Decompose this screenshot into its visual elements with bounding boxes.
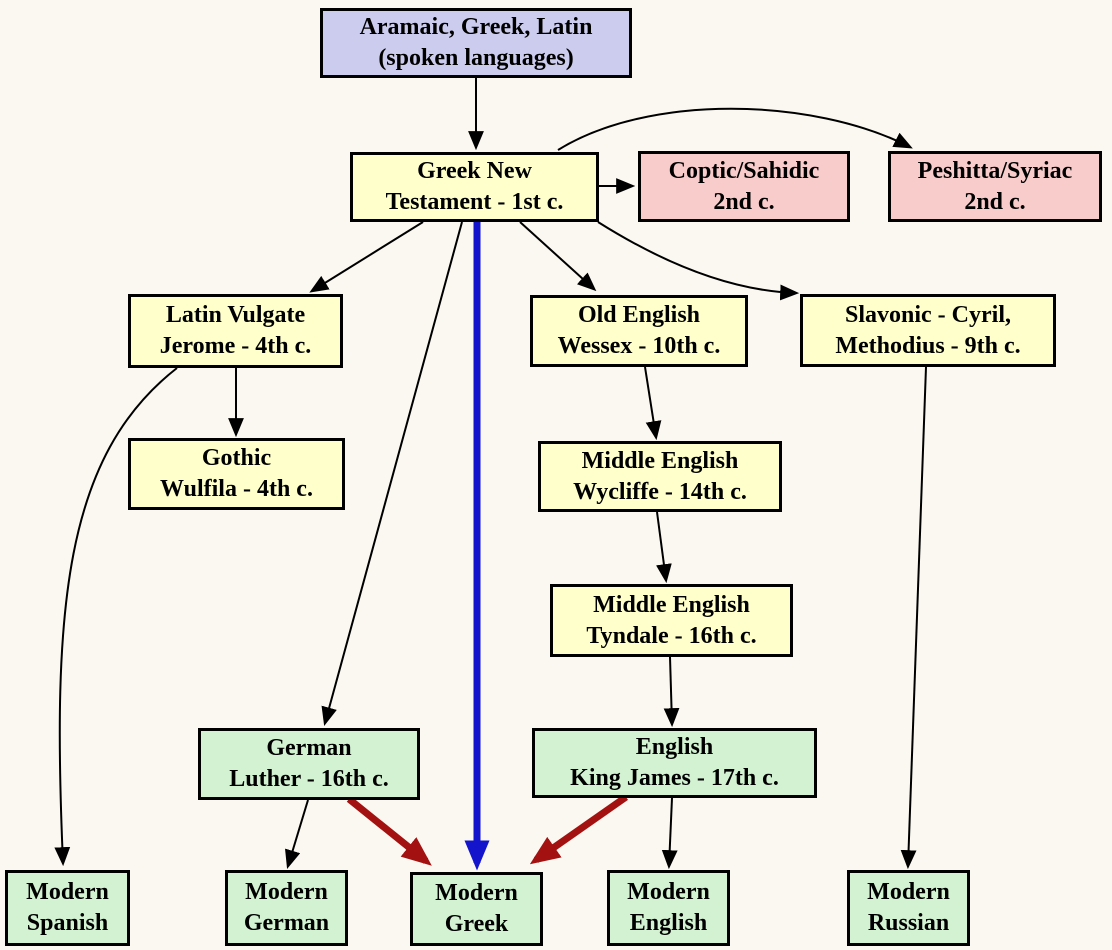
node-middle-english-tyndale: Middle English Tyndale - 16th c. bbox=[550, 584, 793, 657]
node-label-line1: Middle English bbox=[593, 591, 750, 618]
edge-greek-nt-to-luther bbox=[321, 221, 463, 727]
node-label-line2: Spanish bbox=[26, 910, 109, 936]
node-label-line2: English bbox=[629, 910, 708, 936]
node-label-line1: Slavonic - Cyril, bbox=[845, 301, 1011, 328]
node-english-king-james: English King James - 17th c. bbox=[532, 728, 817, 798]
node-label-line1: Aramaic, Greek, Latin bbox=[359, 14, 593, 41]
node-label-line1: English bbox=[635, 734, 714, 761]
edge-old-english-to-wycliffe bbox=[644, 366, 662, 441]
edge-king-james-to-modern-greek bbox=[529, 794, 629, 865]
node-slavonic: Slavonic - Cyril, Methodius - 9th c. bbox=[800, 294, 1056, 367]
node-label-line1: Modern bbox=[245, 879, 328, 906]
node-label-line1: Modern bbox=[26, 879, 109, 906]
edge-king-james-to-modern-english bbox=[661, 797, 678, 870]
node-label-line2: German bbox=[243, 910, 330, 936]
edge-luther-to-modern-greek bbox=[346, 796, 432, 866]
node-label-line2: Wessex - 10th c. bbox=[557, 333, 721, 359]
node-label-line1: German bbox=[266, 735, 352, 762]
edge-slavonic-to-modern-russian bbox=[900, 366, 927, 870]
node-greek-new-testament: Greek New Testament - 1st c. bbox=[350, 152, 599, 222]
node-label-line1: Modern bbox=[435, 880, 518, 907]
node-label-line1: Peshitta/Syriac bbox=[917, 157, 1073, 184]
node-peshitta-syriac: Peshitta/Syriac 2nd c. bbox=[888, 151, 1102, 222]
node-label-line1: Old English bbox=[577, 302, 701, 329]
node-german-luther: German Luther - 16th c. bbox=[198, 728, 420, 800]
node-label-line2: 2nd c. bbox=[964, 188, 1026, 215]
node-label-line2: Tyndale - 16th c. bbox=[586, 622, 757, 649]
node-label-line2: Methodius - 9th c. bbox=[835, 332, 1021, 359]
node-modern-russian: Modern Russian bbox=[847, 870, 970, 946]
node-label-line2: 2nd c. bbox=[713, 188, 775, 215]
edge-greek-nt-to-peshitta bbox=[557, 107, 913, 151]
edge-luther-to-modern-german bbox=[285, 799, 309, 870]
edge-greek-nt-to-latin-vulgate bbox=[309, 221, 424, 293]
node-modern-spanish: Modern Spanish bbox=[5, 870, 130, 946]
node-coptic-sahidic: Coptic/Sahidic 2nd c. bbox=[638, 151, 850, 222]
node-label-line2: Testament - 1st c. bbox=[385, 189, 564, 215]
node-label-line1: Middle English bbox=[581, 447, 739, 474]
node-label-line2: Luther - 16th c. bbox=[229, 766, 389, 792]
node-label-line2: Wulfila - 4th c. bbox=[160, 476, 313, 502]
edge-greek-nt-to-slavonic bbox=[597, 221, 800, 301]
node-label-line1: Coptic/Sahidic bbox=[668, 157, 820, 184]
node-old-english: Old English Wessex - 10th c. bbox=[530, 295, 748, 367]
node-gothic: Gothic Wulfila - 4th c. bbox=[128, 438, 345, 510]
node-label-line1: Greek New bbox=[417, 158, 532, 185]
node-label-line2: King James - 17th c. bbox=[570, 765, 779, 791]
node-label-line1: Modern bbox=[867, 879, 950, 906]
node-latin-vulgate: Latin Vulgate Jerome - 4th c. bbox=[128, 294, 343, 368]
edge-tyndale-to-king-james bbox=[663, 656, 680, 728]
node-label-line2: (spoken languages) bbox=[378, 45, 574, 71]
node-modern-greek: Modern Greek bbox=[410, 872, 543, 946]
node-label-line1: Modern bbox=[627, 879, 710, 906]
node-label-line1: Gothic bbox=[201, 445, 272, 472]
edge-latin-vulgate-to-modern-spanish bbox=[54, 367, 178, 867]
node-modern-german: Modern German bbox=[225, 870, 348, 946]
node-label-line2: Russian bbox=[867, 910, 950, 936]
node-label-line2: Greek bbox=[444, 911, 509, 937]
node-aramaic-greek-latin: Aramaic, Greek, Latin (spoken languages) bbox=[320, 8, 632, 78]
edge-wycliffe-to-tyndale bbox=[656, 511, 672, 584]
node-label-line2: Jerome - 4th c. bbox=[159, 333, 312, 359]
node-middle-english-wycliffe: Middle English Wycliffe - 14th c. bbox=[538, 441, 782, 512]
edge-greek-nt-to-old-english bbox=[519, 221, 597, 292]
node-label-line2: Wycliffe - 14th c. bbox=[573, 478, 747, 505]
node-label-line1: Latin Vulgate bbox=[165, 302, 306, 329]
node-modern-english: Modern English bbox=[607, 870, 730, 946]
